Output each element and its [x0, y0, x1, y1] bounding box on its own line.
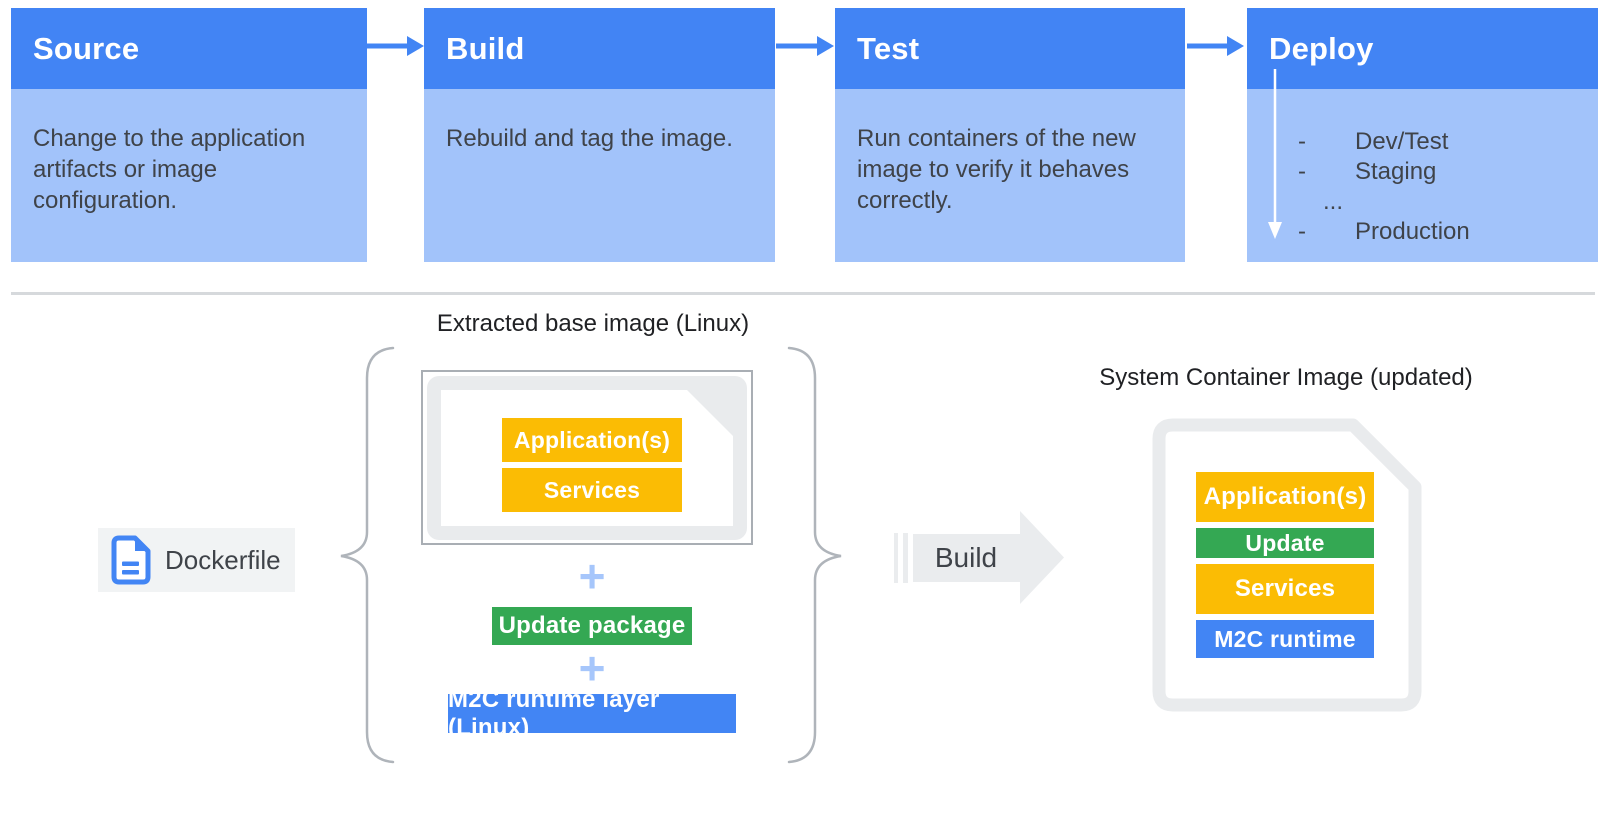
build-arrow-icon [894, 511, 1064, 604]
stage-build-title: Build [446, 30, 525, 66]
plus-icon: + [578, 550, 606, 602]
stage-test-title: Test [857, 30, 920, 66]
right-brace-icon [787, 346, 842, 764]
result-layer-m2c-runtime: M2C runtime [1196, 620, 1374, 658]
list-dash: - [1298, 218, 1306, 245]
stage-deploy-title: Deploy [1269, 30, 1374, 66]
plus-icon: + [578, 642, 606, 694]
deploy-item-staging: - Staging [1298, 158, 1437, 185]
stage-source-title: Source [33, 30, 140, 66]
stage-test-body: Run containers of the new image to verif… [835, 89, 1185, 262]
arrow-build-to-test-icon [776, 36, 834, 56]
deploy-item-ellipsis: ... [1247, 187, 1598, 217]
stage-source-header: Source [11, 8, 367, 89]
dockerfile-chip: Dockerfile [98, 528, 295, 592]
stage-build-body: Rebuild and tag the image. [424, 89, 775, 262]
deploy-progression-arrow-icon [1268, 69, 1282, 239]
system-container-image-title: System Container Image (updated) [1099, 364, 1473, 391]
stage-test-header: Test [835, 8, 1185, 89]
result-layer-applications: Application(s) [1196, 472, 1374, 522]
extracted-base-image-title: Extracted base image (Linux) [436, 310, 750, 337]
stage-test-description: Run containers of the new image to verif… [857, 125, 1136, 214]
base-layer-applications: Application(s) [502, 418, 682, 462]
stage-deploy: Deploy - Dev/Test - Staging ... - Produc… [1247, 8, 1598, 262]
stage-source-description: Change to the application artifacts or i… [33, 125, 306, 214]
stage-build: Build Rebuild and tag the image. [424, 8, 775, 262]
result-layer-services: Services [1196, 564, 1374, 614]
arrow-test-to-deploy-icon [1187, 36, 1244, 56]
stage-test: Test Run containers of the new image to … [835, 8, 1185, 262]
stage-build-header: Build [424, 8, 775, 89]
arrow-source-to-build-icon [367, 36, 424, 56]
deploy-item-production: - Production [1298, 218, 1470, 245]
stage-deploy-header: Deploy [1247, 8, 1598, 89]
section-divider [11, 292, 1595, 295]
deploy-item-dev-test: - Dev/Test [1298, 128, 1449, 155]
stage-build-description: Rebuild and tag the image. [446, 125, 733, 152]
stage-deploy-body: - Dev/Test - Staging ... - Production [1247, 89, 1598, 262]
update-package-box: Update package [492, 607, 692, 645]
stage-source: Source Change to the application artifac… [11, 8, 367, 262]
base-layer-services: Services [502, 468, 682, 512]
dockerfile-document-icon [111, 535, 151, 585]
list-dash [1298, 187, 1323, 217]
dockerfile-label: Dockerfile [165, 544, 281, 575]
list-dash: - [1298, 158, 1306, 185]
m2c-runtime-layer-box: M2C runtime layer (Linux) [448, 686, 736, 741]
list-dash: - [1298, 128, 1306, 155]
build-arrow-label: Build [934, 542, 998, 573]
result-layer-update: Update [1196, 528, 1374, 558]
stage-source-body: Change to the application artifacts or i… [11, 89, 367, 262]
left-brace-icon [340, 346, 395, 764]
